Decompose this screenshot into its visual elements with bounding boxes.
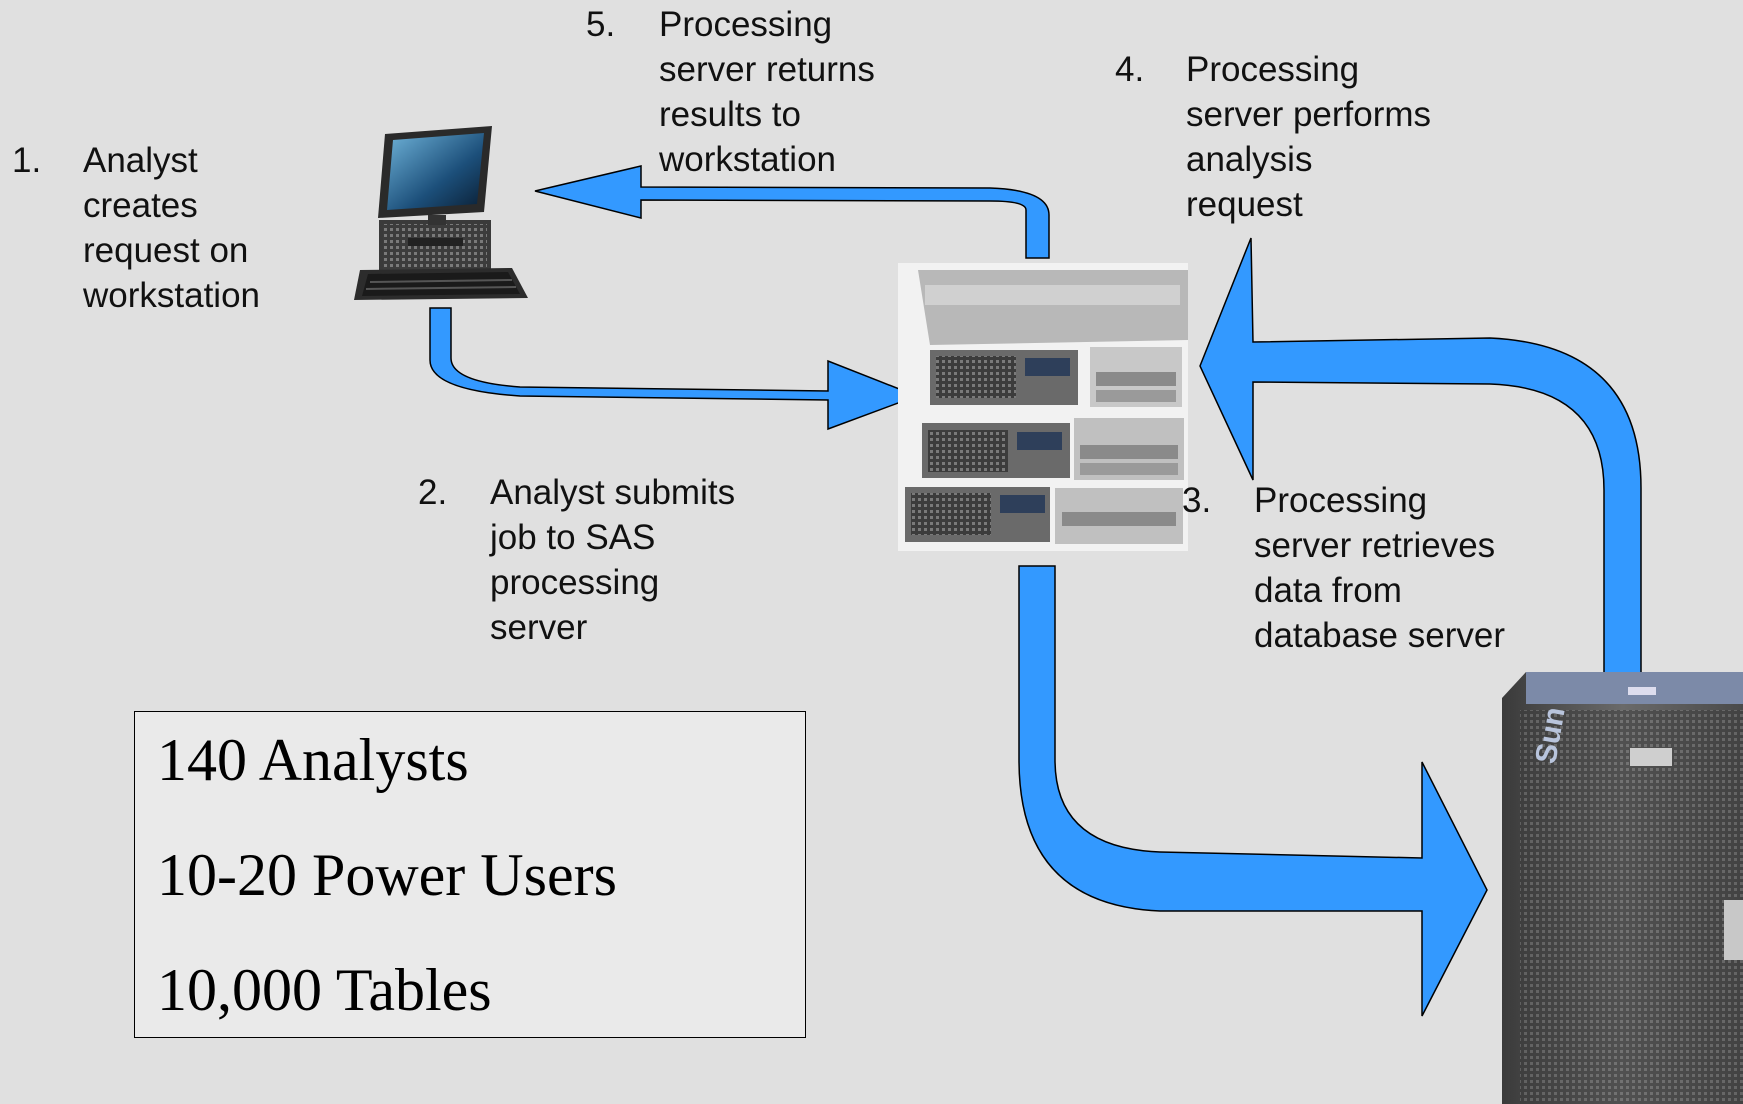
step-1: 1. Analyst creates request on workstatio… bbox=[12, 138, 260, 318]
step-line: server bbox=[490, 608, 588, 647]
step-line: request bbox=[1186, 185, 1303, 224]
step-text: Processing server retrieves data from da… bbox=[1254, 478, 1505, 658]
step-line: server performs bbox=[1186, 95, 1432, 134]
step-line: request on bbox=[83, 231, 249, 270]
stats-box: 140 Analysts 10-20 Power Users 10,000 Ta… bbox=[134, 711, 806, 1038]
step-number: 5. bbox=[586, 5, 616, 44]
arrow-submit-job bbox=[429, 307, 920, 431]
step-line: server returns bbox=[659, 50, 875, 89]
step-line: creates bbox=[83, 186, 198, 225]
step-4: 4. Processing server performs analysis r… bbox=[1115, 47, 1431, 227]
step-line: Processing bbox=[659, 5, 833, 44]
stat-tables: 10,000 Tables bbox=[157, 957, 492, 1023]
database-server-cabinet-icon: Sun bbox=[1502, 672, 1743, 1104]
step-number: 3. bbox=[1182, 481, 1212, 520]
stat-analysts: 140 Analysts bbox=[157, 727, 469, 793]
arrow-perform-analysis bbox=[1199, 237, 1642, 684]
step-line: job to SAS bbox=[490, 518, 656, 557]
step-line: database server bbox=[1254, 616, 1505, 655]
computer-workstation-icon bbox=[354, 126, 528, 300]
step-line: Processing bbox=[1186, 50, 1360, 89]
rack-server-icon bbox=[898, 263, 1188, 551]
step-line: Processing bbox=[1254, 481, 1428, 520]
step-line: analysis bbox=[1186, 140, 1313, 179]
step-line: workstation bbox=[83, 276, 261, 315]
step-line: results to bbox=[659, 95, 801, 134]
step-3: 3. Processing server retrieves data from… bbox=[1182, 478, 1505, 658]
step-number: 4. bbox=[1115, 50, 1145, 89]
step-line: data from bbox=[1254, 571, 1402, 610]
step-number: 1. bbox=[12, 141, 42, 180]
step-number: 2. bbox=[418, 473, 448, 512]
step-text: Analyst creates request on workstation bbox=[83, 138, 260, 318]
stat-power-users: 10-20 Power Users bbox=[157, 842, 617, 908]
step-line: Analyst bbox=[83, 141, 198, 180]
step-line: workstation bbox=[659, 140, 837, 179]
step-2: 2. Analyst submits job to SAS processing… bbox=[418, 470, 735, 650]
step-text: Processing server returns results to wor… bbox=[659, 2, 875, 182]
step-text: Processing server performs analysis requ… bbox=[1186, 47, 1431, 227]
step-5: 5. Processing server returns results to … bbox=[586, 2, 875, 182]
step-text: Analyst submits job to SAS processing se… bbox=[490, 470, 735, 650]
step-line: processing bbox=[490, 563, 660, 602]
step-line: server retrieves bbox=[1254, 526, 1496, 565]
arrow-return-results bbox=[534, 165, 1050, 259]
step-line: Analyst submits bbox=[490, 473, 736, 512]
arrow-retrieve-data bbox=[1018, 565, 1488, 1017]
